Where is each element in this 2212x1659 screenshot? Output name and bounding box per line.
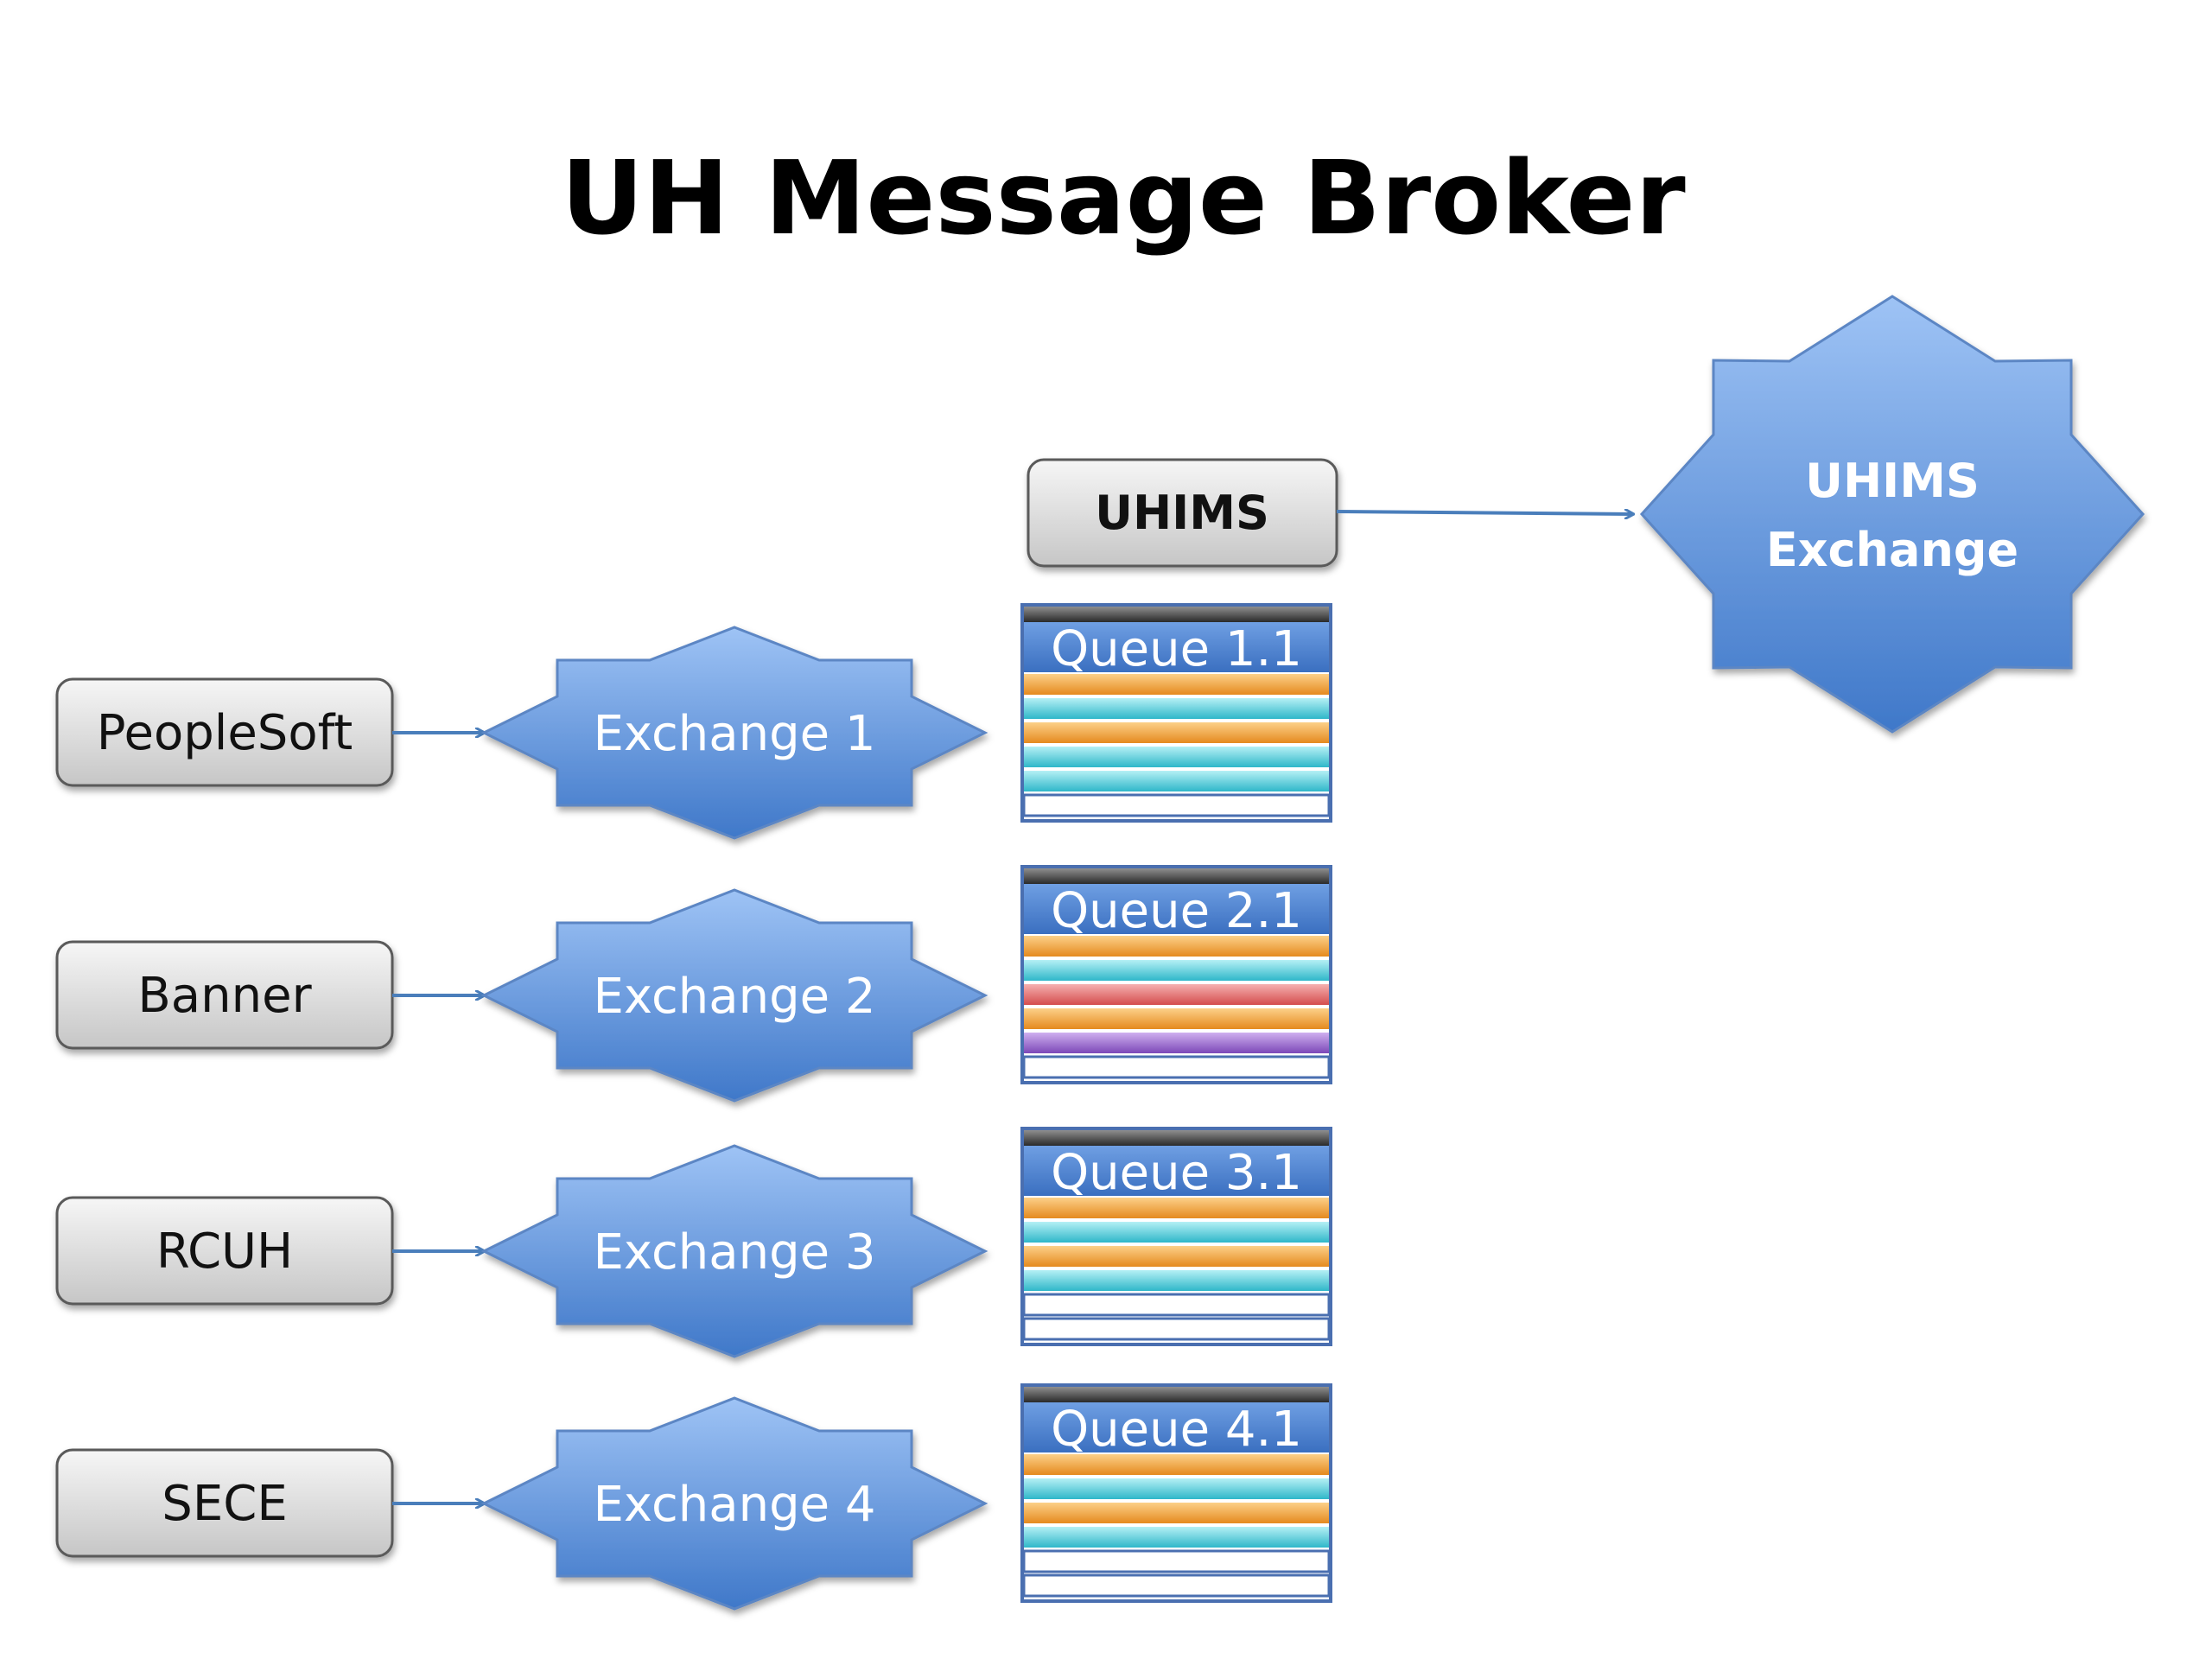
uhims-label: UHIMS [1095,486,1269,540]
queue-message [1024,674,1329,695]
uhims-exchange-star [1639,295,2145,734]
queue-header [1022,1402,1331,1452]
queue-label: Queue 1.1 [1051,621,1302,677]
exchange-label: Exchange 3 [593,1224,875,1281]
queue-message [1024,771,1329,791]
system-label: RCUH [156,1224,293,1280]
exchange-label: Exchange 1 [593,706,875,762]
queue-message [1024,936,1329,957]
system-label: SECE [162,1476,287,1532]
queue-cap [1022,867,1331,884]
queue-frame [1020,1127,1332,1346]
queue-label: Queue 3.1 [1051,1145,1302,1201]
queue-message [1024,1503,1329,1523]
queue-message [1022,1317,1331,1341]
queue-message [1024,1478,1329,1499]
queue-cap [1022,1128,1331,1146]
exchange-star [480,1396,988,1611]
queue-header [1022,1146,1331,1196]
queue-message [1024,1033,1329,1053]
uhims-arrow [1336,512,1633,514]
broker-row: RCUH Exchange 3 Queue 3.1 [55,1127,1332,1358]
system-label: Banner [137,968,312,1024]
uhims-exchange-label-line2: Exchange [1766,523,2018,577]
queue-message [1024,960,1329,981]
exchange-label: Exchange 4 [593,1477,875,1533]
queue-message [1024,1008,1329,1029]
queue-message [1024,1222,1329,1243]
queue-message [1024,1527,1329,1548]
queue-header [1022,884,1331,934]
queue-frame [1020,1383,1332,1603]
queue-message [1024,1198,1329,1218]
queue-stack: Queue 2.1 [1020,865,1332,1084]
queue-stack: Queue 1.1 [1020,603,1332,823]
exchange-label: Exchange 2 [593,969,875,1025]
exchange-star [480,626,988,840]
broker-row: Banner Exchange 2 Queue 2.1 [55,865,1332,1103]
broker-row: SECE Exchange 4 Queue 4.1 [55,1383,1332,1611]
diagram-title: UH Message Broker [561,138,1686,257]
queue-stack: Queue 3.1 [1020,1127,1332,1346]
queue-cap [1022,1385,1331,1402]
queue-header [1022,622,1331,672]
queue-label: Queue 4.1 [1051,1402,1302,1458]
queue-label: Queue 2.1 [1051,883,1302,939]
exchange-star [480,888,988,1103]
queue-message [1024,698,1329,719]
queue-message [1024,984,1329,1005]
queue-stack: Queue 4.1 [1020,1383,1332,1603]
queue-message [1024,747,1329,767]
queue-message [1022,793,1331,817]
queue-message [1024,1454,1329,1475]
queue-message [1022,1293,1331,1317]
queue-cap [1022,605,1331,622]
queue-frame [1020,603,1332,823]
uhims-exchange-label-line1: UHIMS [1805,454,1980,508]
queue-message [1024,1270,1329,1291]
exchange-star [480,1144,988,1358]
broker-row: PeopleSoft Exchange 1 Queue 1.1 [55,603,1332,840]
queue-message [1022,1573,1331,1598]
queue-message [1024,722,1329,743]
queue-message [1022,1549,1331,1573]
queue-frame [1020,865,1332,1084]
queue-message [1022,1055,1331,1079]
queue-message [1024,1246,1329,1267]
system-label: PeopleSoft [97,705,353,761]
